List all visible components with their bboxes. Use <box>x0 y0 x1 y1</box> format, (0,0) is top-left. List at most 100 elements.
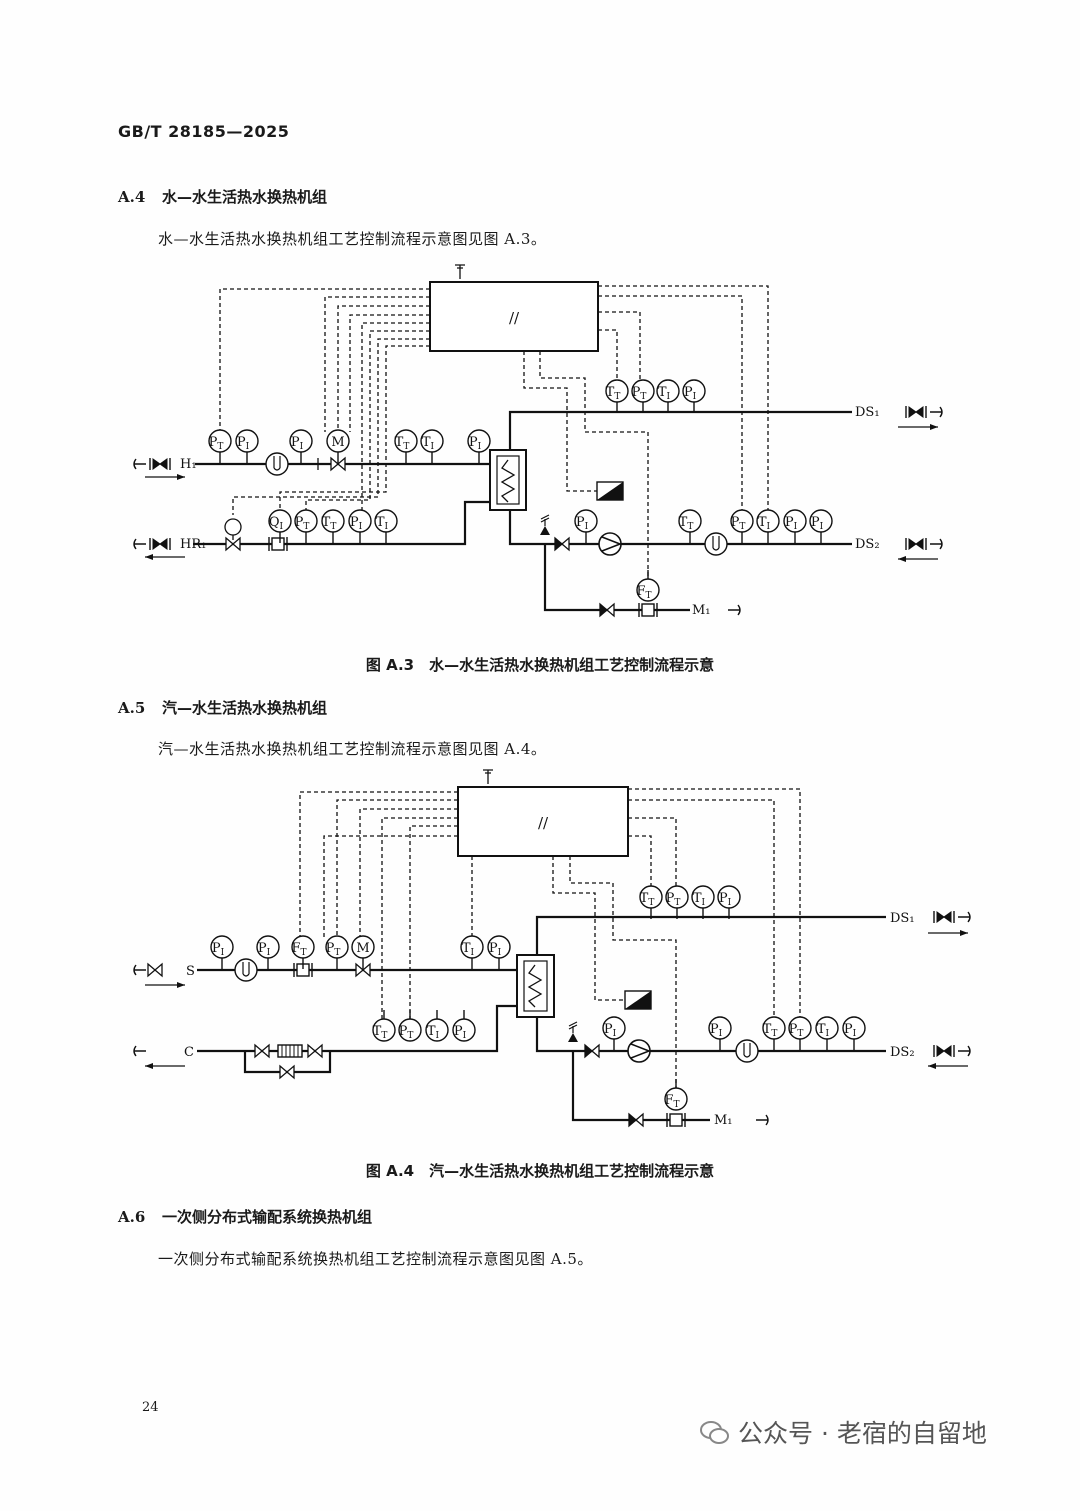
outlet-label-c: C <box>184 1045 194 1060</box>
instrument-pt: PT <box>665 885 689 919</box>
flow-arrow <box>145 1063 185 1069</box>
instrument-ti: TI <box>691 885 715 919</box>
pump-icon <box>627 1039 652 1063</box>
antenna-icon <box>455 264 465 275</box>
instrument-ti: TI <box>815 1016 839 1050</box>
valve-bypass <box>279 1064 295 1080</box>
shutoff-valve-ds2 <box>905 538 927 550</box>
instrument-tt: TT <box>605 379 629 413</box>
flow-meter-icon <box>638 603 658 617</box>
pipe-end-ds1 <box>930 406 943 418</box>
pipe-end-h1 <box>133 458 146 470</box>
section-number: A.5 <box>118 699 146 717</box>
instrument-pt: PT <box>631 379 655 413</box>
instrument-ti: TI <box>374 509 398 543</box>
instrument-pi: PI <box>842 1016 866 1050</box>
section-paragraph-a5: 汽—水生活热水换热机组工艺控制流程示意图见图 A.4。 <box>158 740 547 758</box>
instrument-pt: PT <box>398 1010 422 1042</box>
instrument-pi: PI <box>783 509 807 543</box>
controller-box <box>429 281 599 352</box>
section-title: 一次侧分布式输配系统换热机组 <box>162 1208 373 1226</box>
flow-meter-icon <box>666 1113 686 1127</box>
pipe-end-m1 <box>728 604 741 616</box>
antenna-icon <box>483 769 493 780</box>
instrument-pi: PI <box>574 509 598 543</box>
motor-valve-icon <box>355 962 371 978</box>
pipe-end-c <box>133 1045 146 1057</box>
controller-box <box>457 786 629 857</box>
instrument-qi: QI <box>268 509 292 543</box>
filter-icon <box>265 452 289 476</box>
makeup-label-m1: M₁ <box>714 1113 733 1128</box>
svg-text:M: M <box>331 435 344 450</box>
relief-valve-icon <box>568 1021 578 1042</box>
flow-arrow <box>145 554 185 560</box>
check-valve-icon <box>584 1043 600 1059</box>
pipe-end-hr1 <box>133 538 146 550</box>
instrument-ti: TI <box>756 509 780 543</box>
watermark: 公众号 · 老宿的自留地 <box>700 1414 987 1450</box>
instrument-tt: TT <box>394 429 418 463</box>
section-paragraph-a6: 一次侧分布式输配系统换热机组工艺控制流程示意图见图 A.5。 <box>158 1250 593 1268</box>
instrument-pi: PI <box>602 1016 626 1050</box>
pipe-end-m1 <box>756 1114 769 1126</box>
controller-mark: // <box>538 814 549 832</box>
svg-text:M: M <box>356 941 369 956</box>
shutoff-valve-hr1 <box>149 538 171 550</box>
filter-icon <box>704 532 728 556</box>
check-valve-makeup <box>628 1112 644 1128</box>
valve-trap-out <box>307 1043 323 1059</box>
inlet-label-ds2: DS₂ <box>855 537 880 552</box>
regulator-icon <box>224 518 242 536</box>
instrument-tt: TT <box>321 509 345 543</box>
instrument-pi: PI <box>717 885 741 919</box>
instrument-ti: TI <box>425 1010 449 1042</box>
section-number: A.6 <box>118 1208 146 1226</box>
outlet-label-hr1: HR₁ <box>180 537 206 552</box>
instrument-pi: PI <box>708 1016 732 1050</box>
page-number: 24 <box>142 1400 159 1415</box>
flow-arrow <box>145 982 185 988</box>
relief-valve-icon <box>540 514 550 535</box>
instrument-tt: TT <box>678 509 702 543</box>
flow-arrow <box>928 1063 968 1069</box>
section-title: 汽—水生活热水换热机组 <box>162 699 328 717</box>
heat-exchanger <box>489 449 527 511</box>
inverter-icon <box>624 990 652 1010</box>
instrument-m: M <box>351 935 375 969</box>
standard-number: GB/T 28185—2025 <box>118 122 290 141</box>
instrument-pi: PI <box>467 429 491 463</box>
instrument-ft: FT <box>291 935 315 969</box>
inlet-label-ds2: DS₂ <box>890 1045 915 1060</box>
instrument-pi: PI <box>682 379 706 413</box>
inlet-label-h1: H₁ <box>180 457 197 472</box>
shutoff-valve-ds1 <box>905 406 927 418</box>
section-heading-a5: A.5 汽—水生活热水换热机组 <box>118 697 327 718</box>
valve-trap-in <box>254 1043 270 1059</box>
inlet-label-s: S <box>186 964 195 979</box>
shutoff-valve-ds2 <box>933 1045 955 1057</box>
section-paragraph-a4: 水—水生活热水换热机组工艺控制流程示意图见图 A.3。 <box>158 230 547 248</box>
pipe-end-ds1 <box>958 911 971 923</box>
instrument-pt: PT <box>208 429 232 463</box>
outlet-label-ds1: DS₁ <box>855 405 880 420</box>
flow-arrow <box>928 930 968 936</box>
instrument-tt: TT <box>372 1010 396 1042</box>
section-title: 水—水生活热水换热机组 <box>162 188 328 206</box>
instrument-ti: TI <box>656 379 680 413</box>
signal-lines <box>299 780 801 1088</box>
shutoff-valve-ds1 <box>933 911 955 923</box>
instrument-pt: PT <box>788 1016 812 1050</box>
instrument-pt: PT <box>294 509 318 543</box>
instrument-ti: TI <box>420 429 444 463</box>
shutoff-valve-h1 <box>149 458 171 470</box>
instrument-pi: PI <box>809 509 833 543</box>
valve-s <box>147 962 163 978</box>
figure-caption-a3: 图 A.3 水—水生活热水换热机组工艺控制流程示意 <box>365 656 715 674</box>
instrument-pt: PT <box>730 509 754 543</box>
instrument-pi: PI <box>256 935 280 969</box>
flow-arrow <box>898 424 938 430</box>
